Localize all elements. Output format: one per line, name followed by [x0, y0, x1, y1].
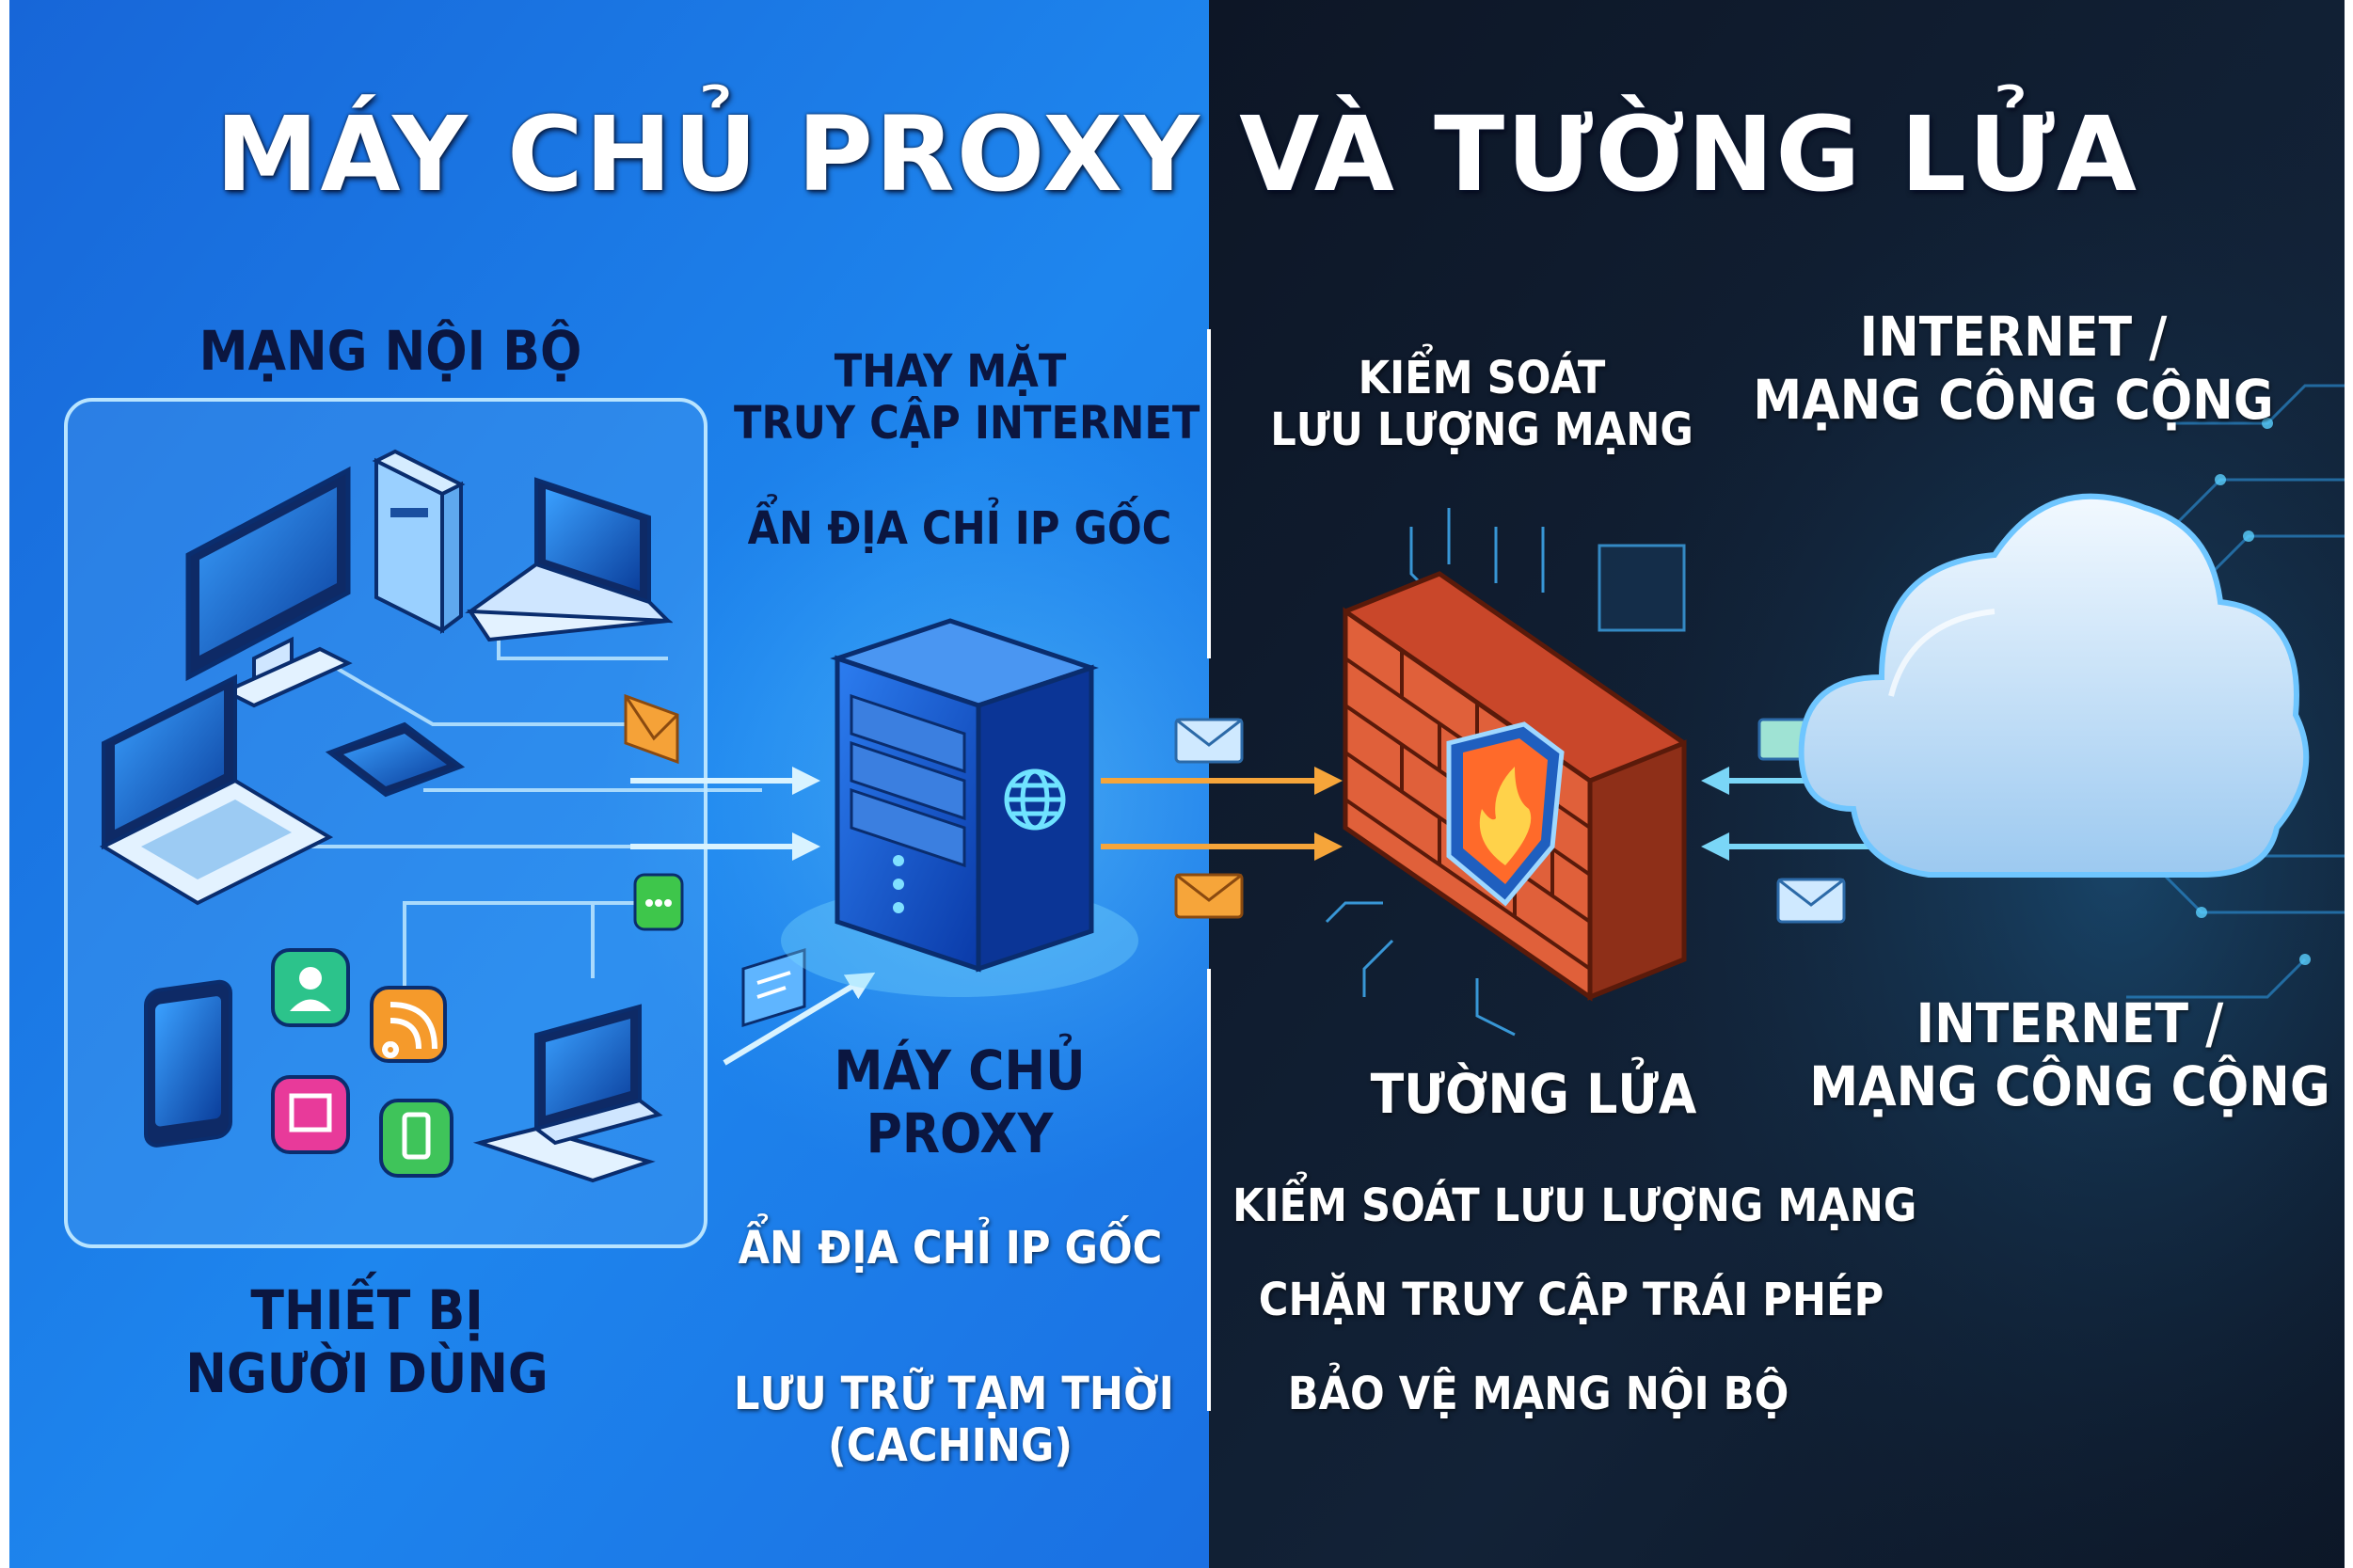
firewall-feature-2: CHẶN TRUY CẬP TRÁI PHÉP	[1258, 1274, 1884, 1326]
server-icon	[781, 618, 1138, 997]
infographic: MÁY CHỦ PROXY VÀ TƯỜNG LỬA MẠNG NỘI BỘ T…	[9, 0, 2345, 1568]
smartphone-app-icon	[379, 1099, 453, 1178]
globe-icon	[1004, 768, 1066, 831]
page-title: MÁY CHỦ PROXY VÀ TƯỜNG LỬA	[215, 94, 2138, 214]
firewall-top-feature: KIỂM SOÁT LƯU LƯỢNG MẠNG	[1270, 352, 1693, 457]
email-icon	[1174, 718, 1244, 764]
laptop-icon	[465, 477, 674, 642]
proxy-top-feature: THAY MẶT TRUY CẬP INTERNET	[734, 345, 1200, 451]
proxy-caching-feature: LƯU TRỮ TẠM THỜI (CACHING)	[734, 1368, 1174, 1473]
firewall-feature-3: BẢO VỆ MẠNG NỘI BỘ	[1287, 1368, 1789, 1420]
laptop-icon	[472, 1004, 663, 1183]
email-icon	[1776, 878, 1846, 924]
desktop-computer-icon	[185, 449, 466, 708]
chat-icon	[633, 873, 684, 931]
proxy-bottom-feature-hide-ip: ẨN ĐỊA CHỈ IP GỐC	[738, 1222, 1163, 1275]
tablet-icon	[144, 979, 232, 1148]
app-icon	[271, 1075, 350, 1154]
email-icon	[1174, 873, 1244, 919]
proxy-name: MÁY CHỦ PROXY	[834, 1038, 1086, 1165]
internal-network-label: MẠNG NỘI BỘ	[199, 319, 582, 383]
internet-top-label: INTERNET / MẠNG CÔNG CỘNG	[1753, 305, 2274, 432]
laptop-icon	[99, 673, 334, 906]
smartphone-icon	[325, 721, 466, 798]
infographic-scene	[9, 0, 2345, 1568]
internet-bottom-label: INTERNET / MẠNG CÔNG CỘNG	[1809, 991, 2330, 1118]
firewall-feature-1: KIỂM SOÁT LƯU LƯỢNG MẠNG	[1232, 1180, 1917, 1232]
proxy-hide-ip-feature: ẨN ĐỊA CHỈ IP GỐC	[747, 502, 1172, 555]
firewall-name: TƯỜNG LỬA	[1370, 1062, 1697, 1126]
email-icon	[741, 947, 806, 1028]
cloud-icon	[1798, 493, 2310, 878]
email-icon	[624, 693, 679, 765]
user-devices-label: THIẾT BỊ NGƯỜI DÙNG	[185, 1278, 549, 1405]
shield-flame-icon	[1446, 721, 1565, 907]
